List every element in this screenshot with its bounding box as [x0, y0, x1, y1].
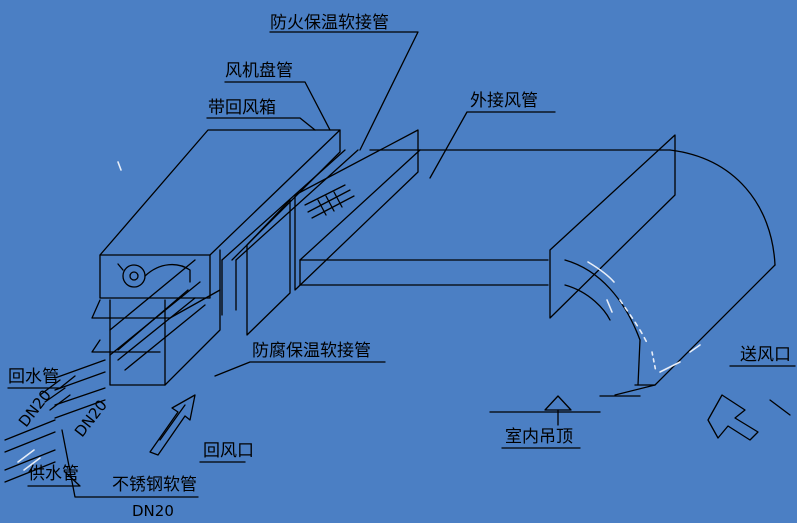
label-return-water-pipe: 回水管 [8, 367, 59, 387]
label-dn20-b: DN20 [71, 396, 111, 440]
label-supply-water-pipe: 供水管 [28, 464, 79, 484]
label-dn20-a: DN20 [15, 386, 55, 430]
label-anticorrosion-flex: 防腐保温软接管 [252, 341, 371, 361]
fireproof-flex-connector [221, 149, 359, 316]
fan-coil-unit [99, 129, 341, 299]
duct-elbow [564, 149, 776, 396]
duct-flanges [246, 129, 676, 336]
elbow-highlights [117, 161, 701, 373]
label-stainless-hose: 不锈钢软管 [112, 475, 197, 495]
label-dn20-c: DN20 [132, 502, 174, 520]
ceiling-support [489, 395, 641, 413]
label-return-box: 带回风箱 [208, 98, 276, 118]
external-duct [299, 149, 671, 286]
return-air-box [91, 249, 221, 386]
label-fireproof-flex: 防火保温软接管 [270, 13, 389, 33]
label-fan-coil: 风机盘管 [225, 61, 293, 81]
water-pipes [4, 359, 106, 483]
label-supply-air-outlet: 送风口 [740, 345, 791, 365]
leader-lines [7, 31, 796, 498]
supply-air-arrow [707, 394, 791, 441]
label-return-air-inlet: 回风口 [203, 441, 254, 461]
return-air-arrow [149, 394, 196, 456]
label-external-duct: 外接风管 [470, 91, 538, 111]
label-indoor-ceiling: 室内吊顶 [505, 427, 573, 447]
